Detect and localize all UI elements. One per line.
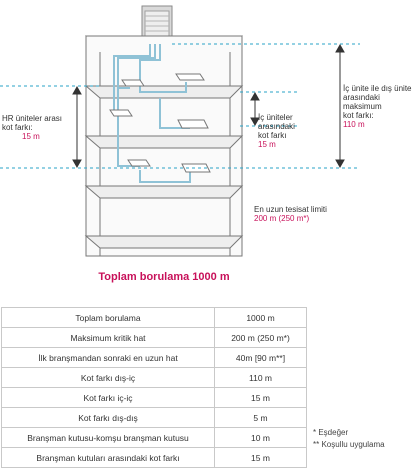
longest-pipe-label: En uzun tesisat limiti 200 m (250 m*) (254, 205, 327, 223)
row-name: Branşman kutuları arasındaki kot farkı (1, 447, 215, 468)
indoor-units (109, 73, 211, 173)
indoor-height-label: İç üniteler arasındaki kot farkı 15 m (258, 113, 295, 149)
row-name: Toplam borulama (1, 307, 215, 328)
row-name: Kot farkı dış-dış (1, 407, 215, 428)
row-value: 5 m (214, 407, 307, 428)
hr-height-label: HR üniteler arası kot farkı: 15 m (2, 114, 63, 141)
row-value: 10 m (214, 427, 307, 448)
refrigerant-pipes (113, 44, 191, 183)
dimension-arrows (72, 43, 345, 169)
row-value: 15 m (214, 447, 307, 468)
row-name: Maksimum kritik hat (1, 327, 215, 348)
row-name: Branşman kutusu-komşu branşman kutusu (1, 427, 215, 448)
outdoor-unit (141, 5, 173, 45)
row-value: 110 m (214, 367, 307, 388)
row-name: Kot farkı iç-iç (1, 387, 215, 408)
footnote-conditional: ** Koşullu uygulama (313, 440, 385, 449)
row-value: 200 m (250 m*) (214, 327, 307, 348)
row-value: 1000 m (214, 307, 307, 328)
outdoor-indoor-height-label: İç ünite ile dış ünite arasındaki maksim… (343, 84, 412, 129)
footnote-equivalent: * Eşdeğer (313, 428, 349, 437)
row-name: Kot farkı dış-iç (1, 367, 215, 388)
row-value: 40m [90 m**] (214, 347, 307, 368)
row-name: İlk branşmandan sonraki en uzun hat (1, 347, 215, 368)
total-piping-caption: Toplam borulama 1000 m (98, 271, 230, 283)
footnotes: * Eşdeğer ** Koşullu uygulama (313, 427, 385, 451)
row-value: 15 m (214, 387, 307, 408)
level-lines (0, 43, 360, 169)
building-piping-diagram (0, 5, 360, 257)
